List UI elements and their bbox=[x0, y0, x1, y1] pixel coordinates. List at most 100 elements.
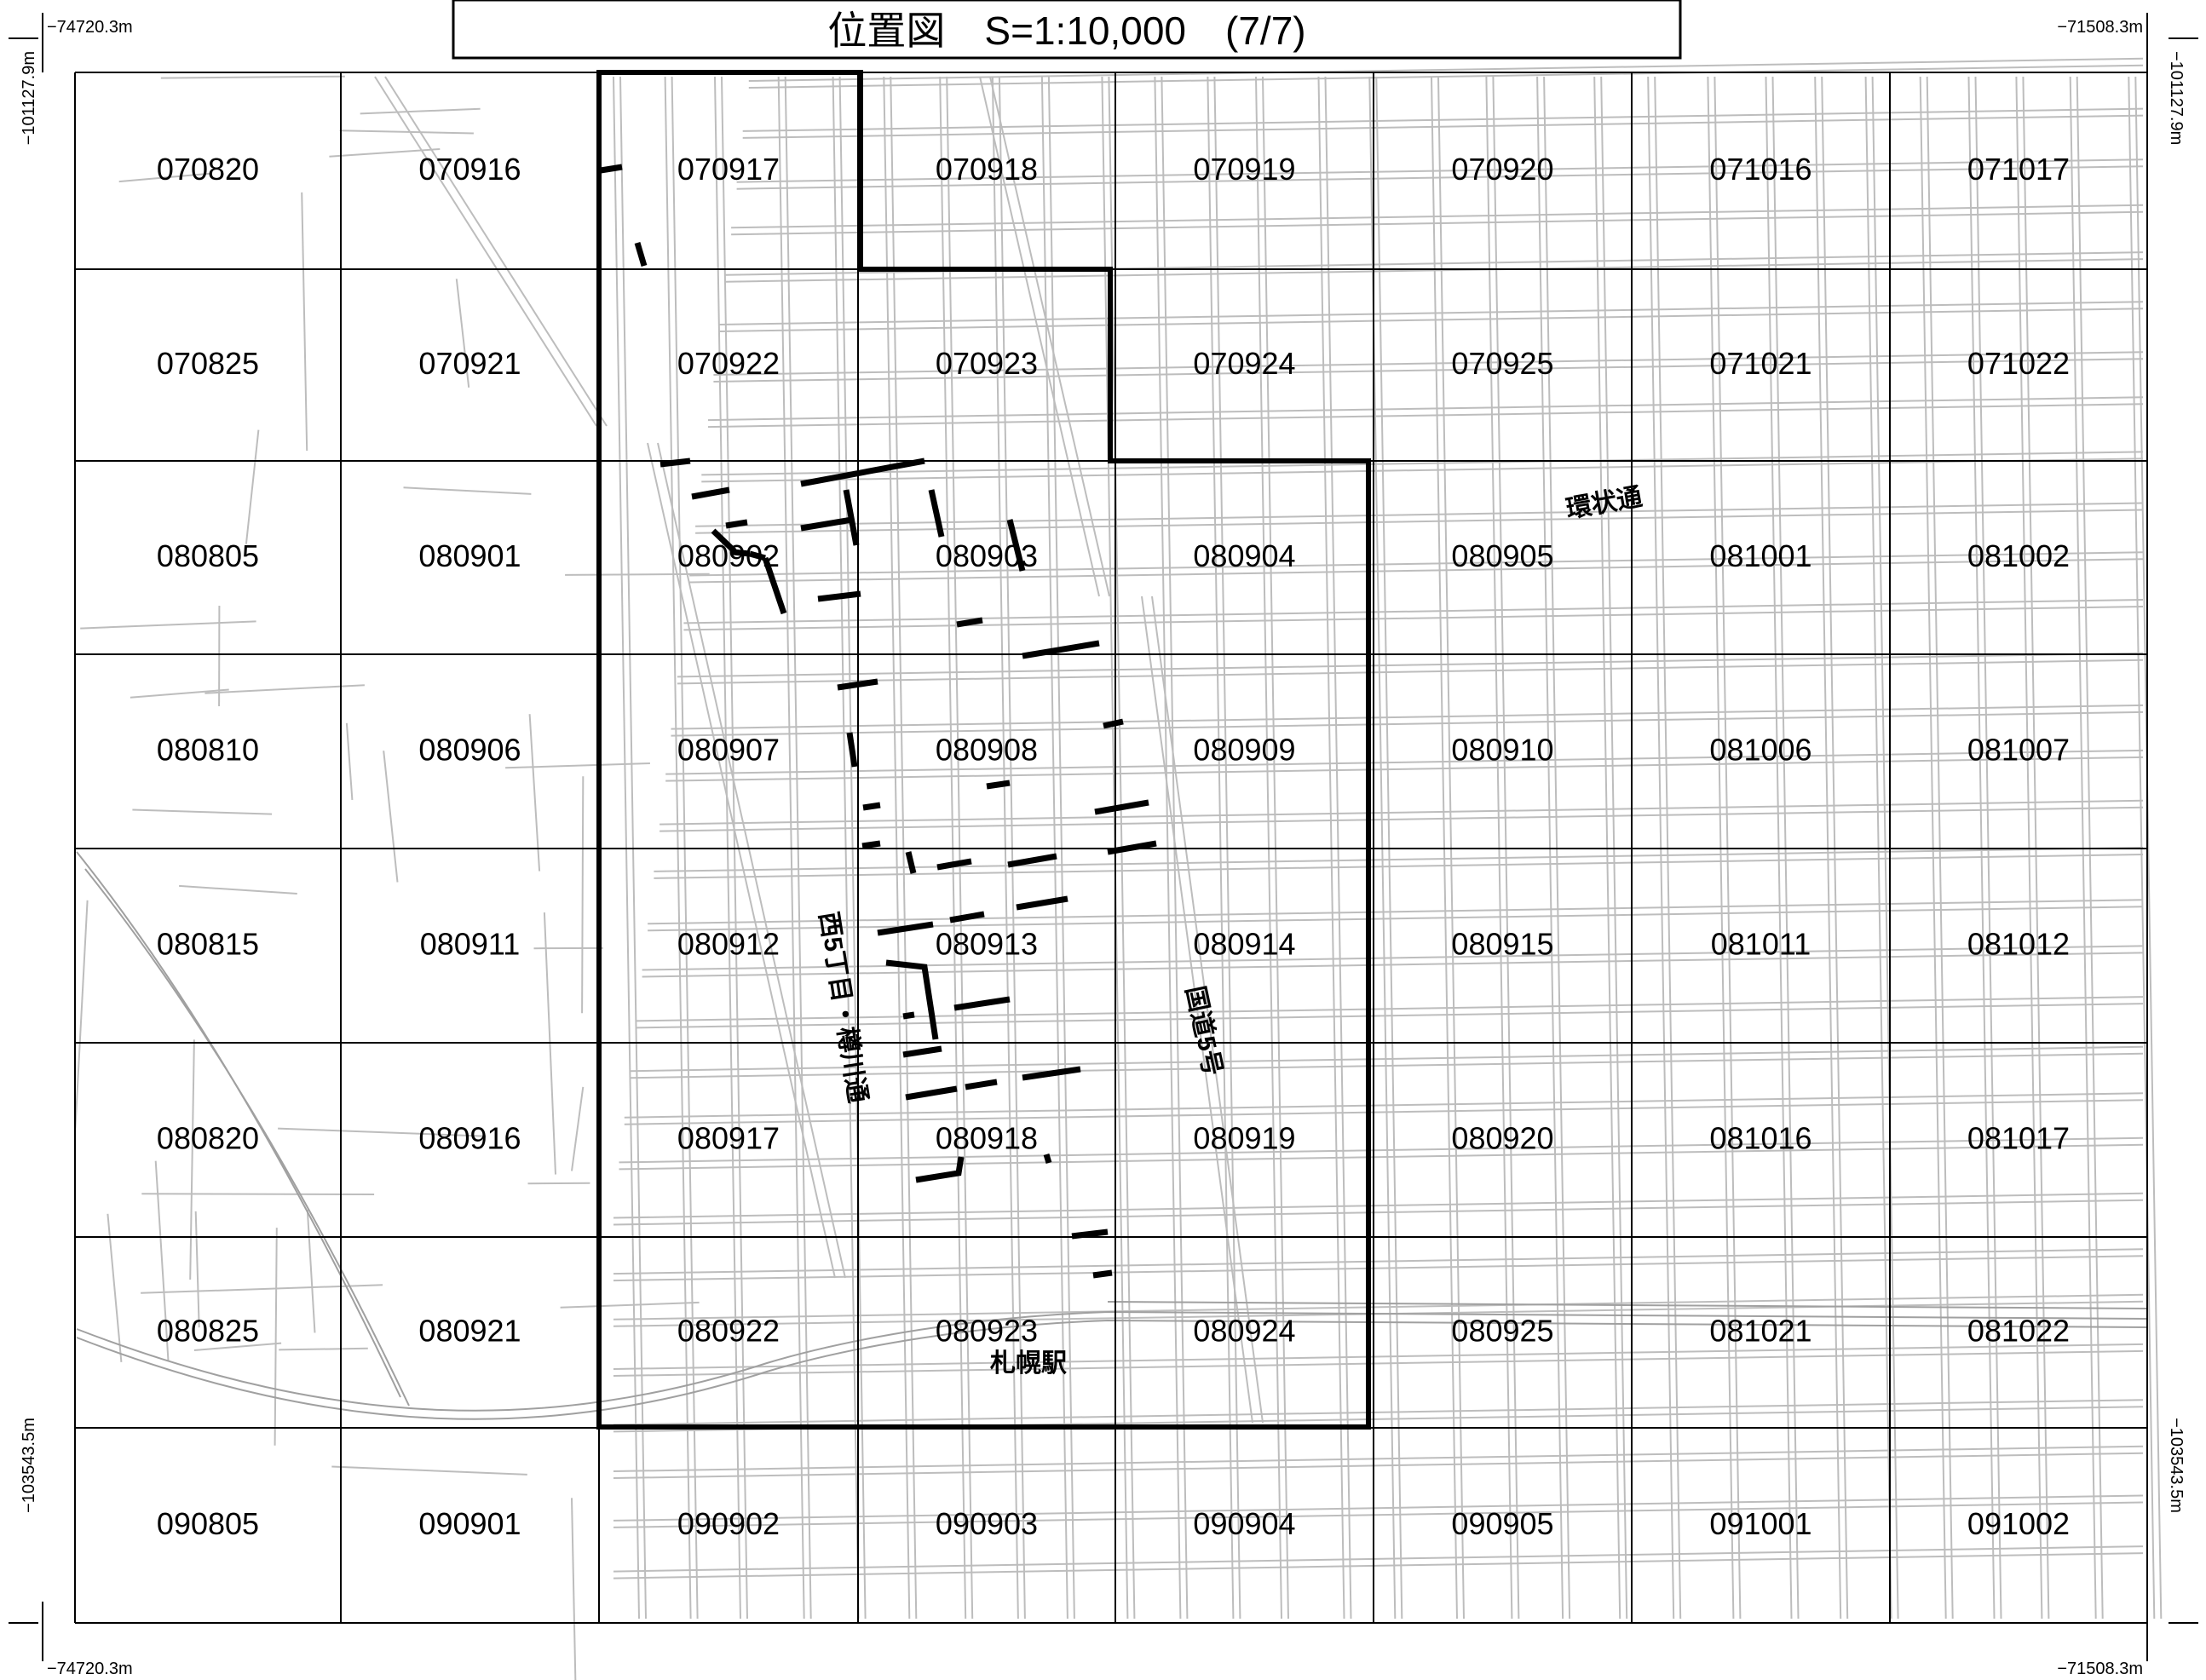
grid-cell-label: 070920 bbox=[1451, 152, 1553, 187]
street-line bbox=[2134, 76, 2163, 1620]
grid-cell-label: 080911 bbox=[420, 927, 520, 962]
street-line bbox=[707, 403, 2144, 429]
street-line bbox=[683, 606, 2144, 631]
map-title: 位置図 S=1:10,000 (7/7) bbox=[827, 9, 1305, 53]
grid-cell-label: 080907 bbox=[677, 733, 780, 768]
coord-top-left-x: −74720.3m bbox=[47, 18, 133, 37]
street-line bbox=[505, 762, 650, 769]
street-line bbox=[683, 599, 2144, 624]
grid-cell-label: 080917 bbox=[677, 1121, 780, 1156]
grid-cell-label: 081012 bbox=[1967, 927, 2070, 962]
street-line bbox=[455, 279, 470, 388]
grid-cell-label: 080920 bbox=[1451, 1121, 1553, 1156]
street-line bbox=[360, 107, 481, 115]
street-line bbox=[748, 57, 2144, 82]
grid-cell-label: 080825 bbox=[157, 1314, 259, 1349]
street-line bbox=[384, 76, 608, 427]
street-line bbox=[695, 509, 2144, 534]
grid-cell-label: 070918 bbox=[936, 152, 1038, 187]
street-line bbox=[301, 192, 308, 452]
grid-cell-label: 080910 bbox=[1451, 733, 1553, 768]
street-line bbox=[613, 1552, 2144, 1579]
street-line bbox=[701, 457, 2144, 483]
grid-cell-label: 080925 bbox=[1451, 1314, 1553, 1349]
street-line bbox=[979, 76, 1100, 597]
street-line bbox=[613, 1199, 2144, 1226]
street-line bbox=[613, 1501, 2144, 1528]
grid-cell-label: 080916 bbox=[418, 1121, 521, 1156]
grid-cell-label: 080909 bbox=[1193, 733, 1295, 768]
street-line bbox=[619, 1136, 2144, 1164]
street-line bbox=[571, 1086, 585, 1171]
street-line bbox=[74, 900, 89, 1129]
street-line bbox=[331, 1465, 527, 1476]
street-line bbox=[118, 172, 210, 183]
grid-cell-label: 081022 bbox=[1967, 1314, 2070, 1349]
grid-cell-label: 081021 bbox=[1709, 1314, 1811, 1349]
street-line bbox=[179, 884, 297, 895]
grid-cell-label: 081017 bbox=[1967, 1121, 2070, 1156]
grid-cell-label: 080903 bbox=[936, 538, 1038, 573]
street-line bbox=[677, 659, 2144, 685]
street-line bbox=[189, 1039, 195, 1280]
grid-cell-label: 080919 bbox=[1193, 1121, 1295, 1156]
grid-cell-label: 071022 bbox=[1967, 346, 2070, 381]
grid-cell-label: 071021 bbox=[1709, 346, 1811, 381]
street-line bbox=[657, 442, 846, 1279]
street-line bbox=[701, 451, 2144, 476]
coord-right-top-y: −101127.9m bbox=[2167, 51, 2186, 145]
street-line bbox=[719, 301, 2144, 325]
street-line bbox=[654, 847, 2144, 872]
street-line bbox=[374, 76, 597, 427]
coord-bottom-right-x: −71508.3m bbox=[2057, 1660, 2143, 1678]
grid-cell-label: 081002 bbox=[1967, 538, 2070, 573]
street-line bbox=[742, 107, 2144, 132]
street-line bbox=[613, 1343, 2144, 1370]
street-line bbox=[306, 1209, 316, 1333]
coord-left-bottom-y: −103543.5m bbox=[20, 1418, 38, 1513]
street-line bbox=[581, 776, 585, 1014]
street-line bbox=[278, 1127, 487, 1137]
grid-cell-label: 080912 bbox=[677, 927, 780, 962]
grid-cell-label: 070921 bbox=[418, 346, 521, 381]
grid-cell-label: 081001 bbox=[1709, 538, 1811, 573]
street-line bbox=[689, 551, 2144, 577]
street-line bbox=[345, 722, 354, 800]
street-line bbox=[719, 308, 2144, 332]
street-line bbox=[613, 1349, 2144, 1377]
grid-cell-label: 080905 bbox=[1451, 538, 1553, 573]
street-line bbox=[403, 486, 532, 495]
coord-right-bottom-y: −103543.5m bbox=[2167, 1418, 2186, 1513]
street-line bbox=[636, 996, 2144, 1022]
grid-cell-label: 080918 bbox=[936, 1121, 1038, 1156]
grid-cell-label: 090904 bbox=[1193, 1506, 1295, 1541]
street-line bbox=[565, 572, 710, 576]
street-line bbox=[571, 1498, 577, 1680]
street-line bbox=[647, 442, 836, 1279]
street-line bbox=[613, 1255, 2144, 1282]
project-area-boundary bbox=[596, 70, 1371, 1430]
grid-cell-label: 080901 bbox=[418, 538, 521, 573]
coord-bottom-left-x: −74720.3m bbox=[47, 1660, 133, 1678]
street-line bbox=[665, 749, 2144, 775]
street-line bbox=[731, 204, 2144, 229]
grid-cell-label: 081011 bbox=[1711, 927, 1811, 962]
street-line bbox=[132, 808, 273, 815]
grid-cell-label: 071016 bbox=[1709, 152, 1811, 187]
street-line bbox=[1151, 595, 1264, 1424]
street-line bbox=[141, 1284, 383, 1294]
street-line bbox=[80, 620, 256, 630]
coord-left-top-y: −101127.9m bbox=[20, 51, 38, 145]
title-box: 位置図 S=1:10,000 (7/7) bbox=[452, 0, 1682, 60]
street-line bbox=[648, 906, 2144, 932]
street-line bbox=[560, 1301, 700, 1309]
highlighted-road-segments bbox=[600, 164, 1157, 1279]
street-line bbox=[742, 114, 2144, 139]
street-line bbox=[160, 75, 345, 79]
street-line bbox=[654, 854, 2144, 879]
street-line bbox=[671, 711, 2144, 737]
grid-cell-label: 081006 bbox=[1709, 733, 1811, 768]
grid-cell-label: 080922 bbox=[677, 1314, 780, 1349]
